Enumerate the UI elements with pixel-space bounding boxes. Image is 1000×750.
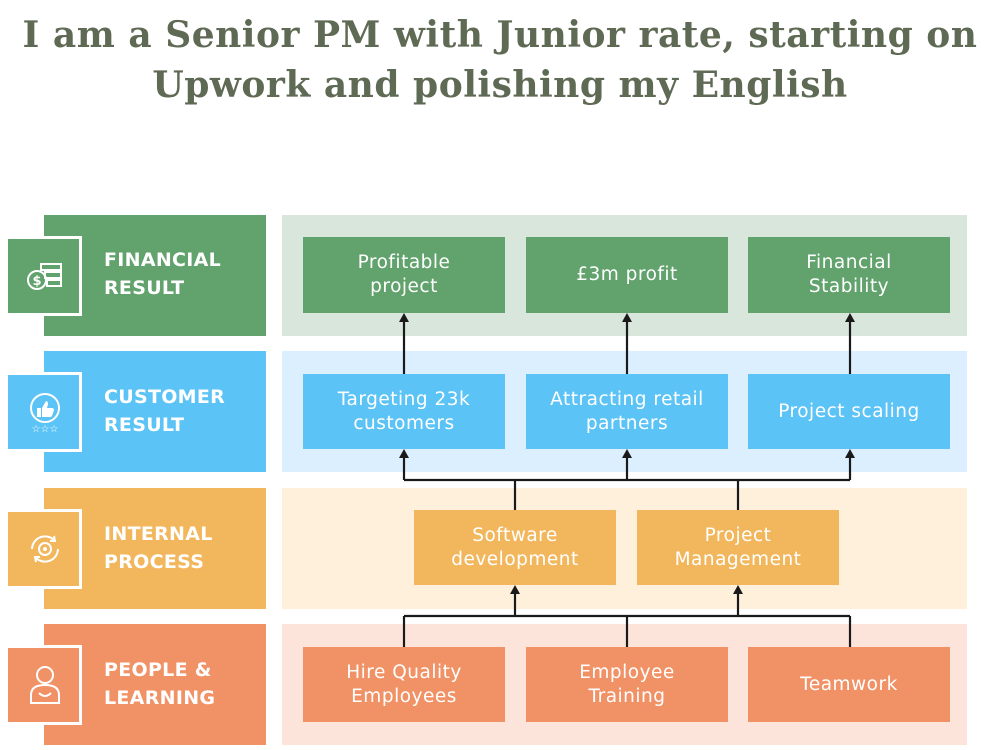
money-stack-icon: $ xyxy=(27,263,62,290)
people-icon-tab xyxy=(8,645,82,725)
attracting-partners-box: Attracting retail partners xyxy=(526,374,728,449)
financial-result-label: FINANCIAL RESULT xyxy=(104,249,222,299)
project-management-box: Project Management xyxy=(637,510,839,585)
internal-row-background xyxy=(282,488,967,609)
internal-process-label: INTERNAL PROCESS xyxy=(104,523,213,573)
financial-icon-tab: $ xyxy=(8,236,82,316)
targeting-customers-box: Targeting 23k customers xyxy=(303,374,505,449)
page-title-line-1: I am a Senior PM with Junior rate, start… xyxy=(22,14,978,56)
gear-cycle-icon xyxy=(31,535,59,563)
hire-quality-employees-box: Hire Quality Employees xyxy=(303,647,505,722)
software-development-box: Software development xyxy=(414,510,616,585)
profitable-project-box: Profitable project xyxy=(303,237,505,313)
employee-training-box: Employee Training xyxy=(526,647,728,722)
thumbs-up-rating-icon: ☆☆☆ xyxy=(30,393,60,434)
svg-text:$: $ xyxy=(32,274,41,289)
page-title-line-2: Upwork and polishing my English xyxy=(152,64,848,106)
customer-icon-tab: ☆☆☆ xyxy=(8,372,82,452)
teamwork-box: Teamwork xyxy=(748,647,950,722)
people-learning-label: PEOPLE & LEARNING xyxy=(104,659,216,709)
profit-box: £3m profit xyxy=(526,237,728,313)
internal-icon-tab xyxy=(8,509,82,589)
financial-stability-box: Financial Stability xyxy=(748,237,950,313)
customer-result-label: CUSTOMER RESULT xyxy=(104,386,226,436)
svg-text:☆☆☆: ☆☆☆ xyxy=(32,424,59,434)
project-scaling-box: Project scaling xyxy=(748,374,950,449)
person-icon xyxy=(30,666,60,704)
